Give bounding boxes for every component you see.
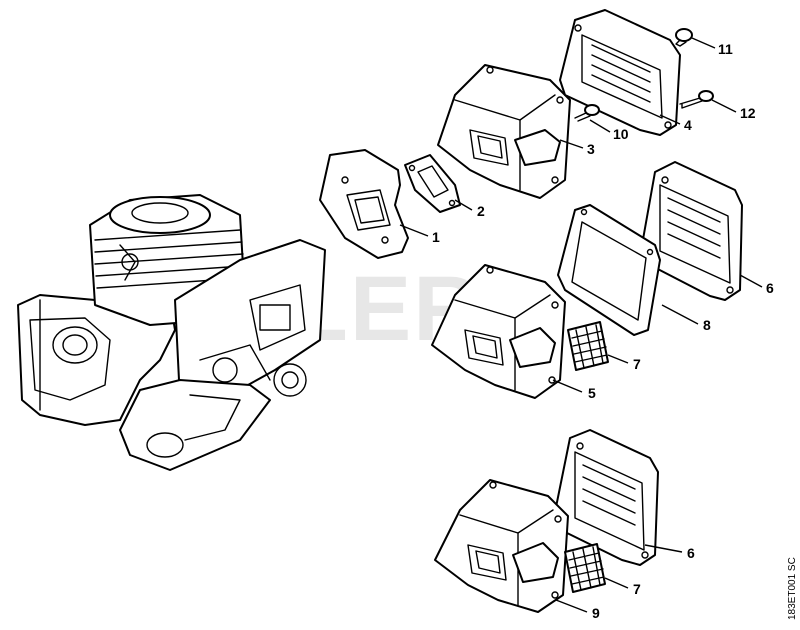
part-10-screw bbox=[574, 104, 600, 122]
callout-8: 8 bbox=[703, 317, 711, 333]
part-2-gasket bbox=[404, 154, 461, 213]
callout-12: 12 bbox=[740, 105, 756, 121]
callout-labels: 1 2 3 4 5 6 6 7 7 8 9 10 11 12 bbox=[432, 41, 774, 621]
callout-7-middle: 7 bbox=[633, 356, 641, 372]
callout-4: 4 bbox=[684, 117, 692, 133]
part-7-screen-middle bbox=[567, 321, 609, 371]
part-1-heat-shield bbox=[319, 149, 409, 259]
engine-housing bbox=[17, 194, 326, 471]
callout-2: 2 bbox=[477, 203, 485, 219]
callout-6-middle: 6 bbox=[766, 280, 774, 296]
part-5-muffler bbox=[431, 264, 566, 399]
callout-11: 11 bbox=[718, 41, 733, 57]
part-8-gasket bbox=[557, 204, 661, 336]
part-9-muffler bbox=[434, 479, 569, 613]
part-11-screw bbox=[675, 28, 693, 47]
callout-7-bottom: 7 bbox=[633, 581, 641, 597]
callout-1: 1 bbox=[432, 229, 440, 245]
leader-lines bbox=[399, 37, 763, 613]
callout-3: 3 bbox=[587, 141, 595, 157]
callout-5: 5 bbox=[588, 385, 596, 401]
part-3-muffler bbox=[437, 64, 571, 199]
part-6-cover-bottom bbox=[554, 429, 659, 566]
part-7-screen-bottom bbox=[564, 543, 606, 593]
part-6-cover-middle bbox=[641, 161, 743, 301]
part-4-cover bbox=[559, 9, 681, 136]
callout-6-bottom: 6 bbox=[687, 545, 695, 561]
part-12-screw bbox=[679, 90, 714, 109]
callout-9: 9 bbox=[592, 605, 600, 621]
reference-code: 183ET001 SC bbox=[787, 557, 798, 620]
callout-10: 10 bbox=[613, 126, 629, 142]
